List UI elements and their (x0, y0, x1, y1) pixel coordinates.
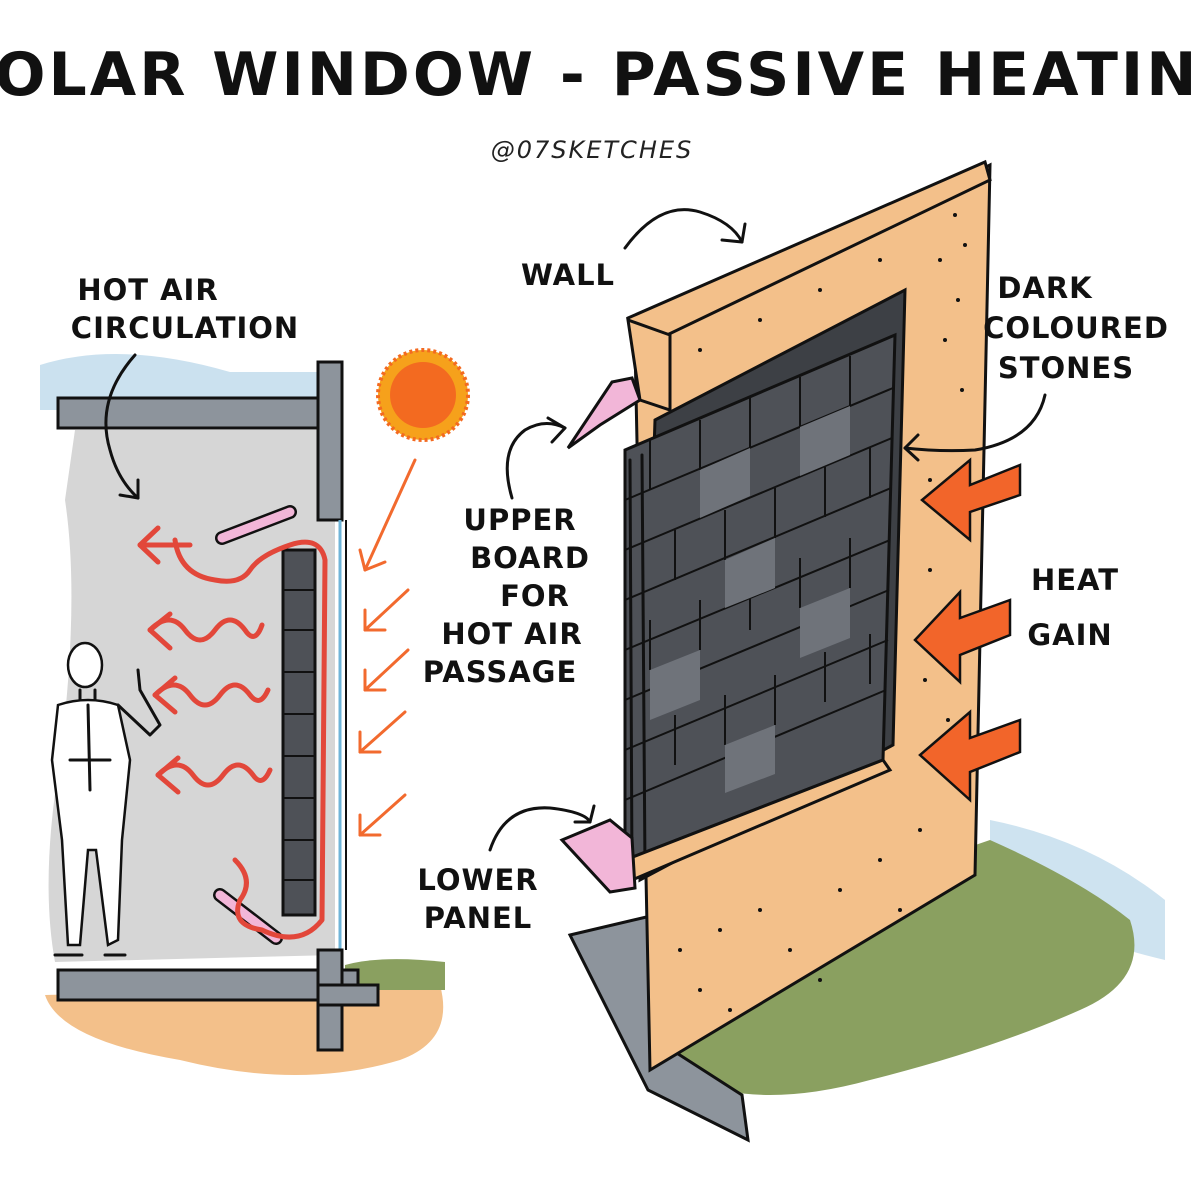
label-lower-line1: LOWER (417, 863, 538, 897)
leader-hot-air (104, 353, 140, 500)
label-dark-line3: STONES (998, 351, 1134, 385)
label-hot-air-line2: CIRCULATION (71, 311, 299, 345)
title: SOLAR WINDOW - PASSIVE HEATING (0, 40, 1200, 110)
stone-column (281, 548, 317, 917)
upper-board (566, 376, 642, 450)
label-dark-line1: DARK (997, 271, 1093, 305)
sun-icon (376, 348, 470, 442)
roof-slab (56, 396, 330, 430)
solar-rays (358, 458, 417, 837)
sky-wash-left (40, 354, 330, 410)
label-heat-line2: GAIN (1027, 618, 1112, 652)
label-upper-line3: FOR (500, 579, 570, 613)
lower-panel (559, 818, 637, 894)
label-lower-line2: PANEL (424, 901, 533, 935)
label-upper-line4: HOT AIR (441, 617, 582, 651)
label-dark-line2: COLOURED (983, 311, 1169, 345)
stone-highlights (650, 406, 850, 793)
heat-arrow-icon-2 (913, 588, 1012, 685)
leader-wall (623, 208, 744, 250)
label-hot-air-line1: HOT AIR (77, 273, 218, 307)
label-wall: WALL (521, 258, 615, 292)
lintel (626, 317, 672, 413)
heat-arrow-icon-1 (920, 457, 1022, 543)
leader-dark-stones (903, 393, 1047, 453)
section-view: HOT AIR CIRCULATION (40, 273, 470, 1075)
upper-vent-pipe (215, 505, 297, 545)
ground-soil-left (45, 985, 444, 1075)
credit: @07SKETCHES (491, 136, 694, 164)
upper-wall (316, 360, 344, 522)
hot-air-flow (137, 525, 328, 940)
heat-arrow-icon-3 (918, 709, 1022, 803)
wall-3d-view: WALL DARK COLOURED STONES UPPER BOARD FO… (417, 159, 1169, 1143)
leader-upper-board (505, 422, 567, 500)
label-upper-line1: UPPER (463, 503, 576, 537)
grass-right (640, 840, 1135, 1095)
leader-lower-panel (488, 806, 592, 852)
label-upper-line2: BOARD (470, 541, 590, 575)
person-icon (50, 641, 162, 957)
floor-slab (56, 968, 360, 1002)
label-upper-line5: PASSAGE (423, 655, 578, 689)
grass-left (345, 959, 445, 990)
label-heat-line1: HEAT (1031, 563, 1119, 597)
